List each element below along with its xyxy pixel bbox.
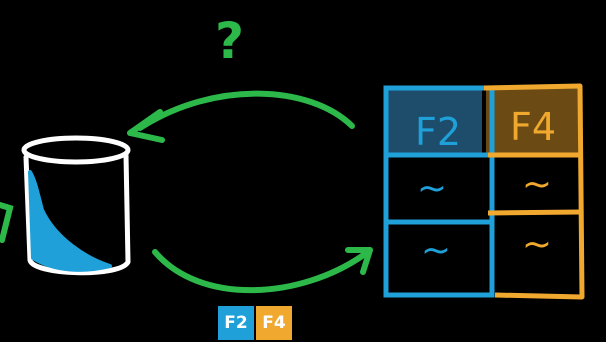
question-mark: ? xyxy=(215,12,244,70)
table-cell: ~ xyxy=(417,168,447,209)
table-cell: ~ xyxy=(522,164,552,205)
table-header-f2: F2 xyxy=(415,110,461,154)
table-cell: ~ xyxy=(421,230,451,271)
database-cylinder-icon xyxy=(21,135,131,276)
tag-f4: F4 xyxy=(256,306,292,340)
tag-f2-label: F2 xyxy=(224,313,248,333)
arrow-back-to-database xyxy=(127,90,355,143)
table-cell: ~ xyxy=(522,224,552,265)
column-f4-border xyxy=(483,83,585,300)
arrow-forward-to-table xyxy=(152,247,373,294)
table-header-f4: F4 xyxy=(510,105,556,149)
header-f4-fill xyxy=(486,86,578,154)
feature-table: F2 F4 ~ ~ ~ ~ xyxy=(383,83,585,300)
column-f2-border xyxy=(383,85,495,298)
tag-f4-label: F4 xyxy=(262,313,286,333)
tag-f2: F2 xyxy=(218,306,254,340)
header-f2-fill xyxy=(386,88,482,154)
left-edge-arrow-fragment xyxy=(0,202,14,243)
